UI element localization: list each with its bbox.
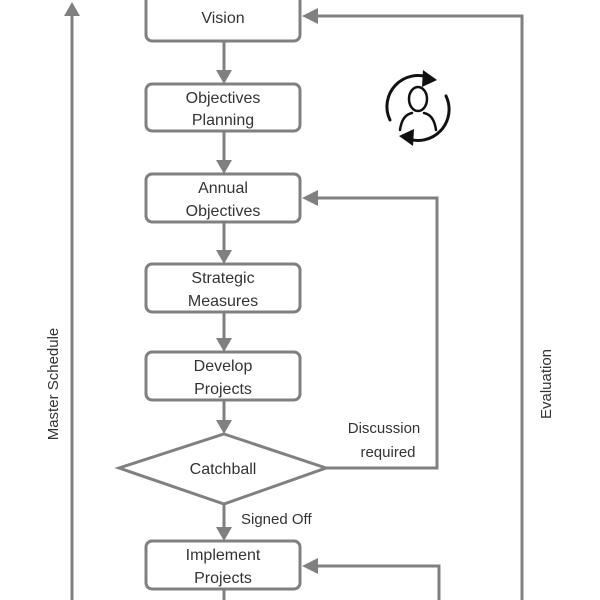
- objectives-planning-line2: Planning: [192, 112, 254, 129]
- annual-objectives-box: Annual Objectives: [144, 172, 302, 224]
- connector-catchball-implement: [216, 504, 232, 541]
- implement-feedback-loop: [302, 558, 441, 600]
- catchball-label: Catchball: [190, 461, 257, 478]
- strategic-measures-box: Strategic Measures: [144, 262, 302, 314]
- master-schedule-arrow: [64, 2, 80, 600]
- signed-off-label: Signed Off: [241, 511, 312, 528]
- user-cycle-icon: [385, 70, 451, 146]
- evaluation-label: Evaluation: [538, 349, 555, 419]
- strategic-measures-line1: Strategic: [191, 270, 254, 287]
- discussion-label-line2: required: [360, 444, 415, 461]
- implement-projects-line2: Projects: [194, 570, 252, 587]
- master-schedule-label: Master Schedule: [45, 328, 62, 441]
- implement-projects-line1: Implement: [186, 547, 261, 564]
- objectives-planning-line1: Objectives: [186, 90, 261, 107]
- connector-develop-catchball: [216, 400, 232, 434]
- strategic-measures-line2: Measures: [188, 293, 258, 310]
- catchball-diamond: Catchball: [114, 432, 331, 506]
- vision-box: Vision: [144, 0, 302, 43]
- connector-annual-strategic: [216, 222, 232, 264]
- develop-projects-line2: Projects: [194, 381, 252, 398]
- connector-strategic-develop: [216, 312, 232, 352]
- connector-objectives-annual: [216, 131, 232, 174]
- develop-projects-line1: Develop: [194, 358, 253, 375]
- vision-label: Vision: [201, 10, 244, 27]
- objectives-planning-box: Objectives Planning: [144, 82, 302, 133]
- discussion-label-line1: Discussion: [348, 420, 421, 437]
- discussion-loop: [302, 190, 439, 470]
- implement-projects-box: Implement Projects: [144, 539, 302, 591]
- annual-objectives-line2: Objectives: [186, 203, 261, 220]
- connector-vision-objectives: [216, 41, 232, 84]
- annual-objectives-line1: Annual: [198, 180, 248, 197]
- develop-projects-box: Develop Projects: [144, 350, 302, 402]
- evaluation-loop: [302, 8, 524, 600]
